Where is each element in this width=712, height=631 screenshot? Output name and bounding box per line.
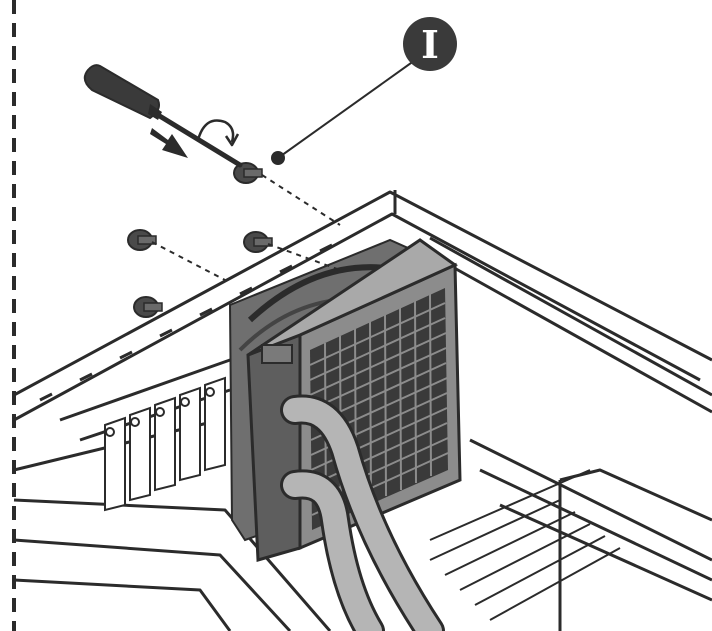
rotate-arrow-icon bbox=[196, 119, 240, 147]
screw-icon bbox=[133, 296, 163, 318]
screw-icon bbox=[127, 229, 157, 251]
bottom-grille bbox=[429, 469, 621, 621]
guide-lines bbox=[151, 174, 341, 281]
callout-label: I bbox=[421, 22, 439, 67]
coolant-tubes bbox=[280, 394, 445, 631]
screw-icon bbox=[243, 231, 273, 253]
push-arrow-icon bbox=[150, 128, 188, 158]
callout: I bbox=[271, 17, 457, 165]
pci-brackets bbox=[104, 376, 226, 512]
screw-icon bbox=[233, 162, 263, 184]
